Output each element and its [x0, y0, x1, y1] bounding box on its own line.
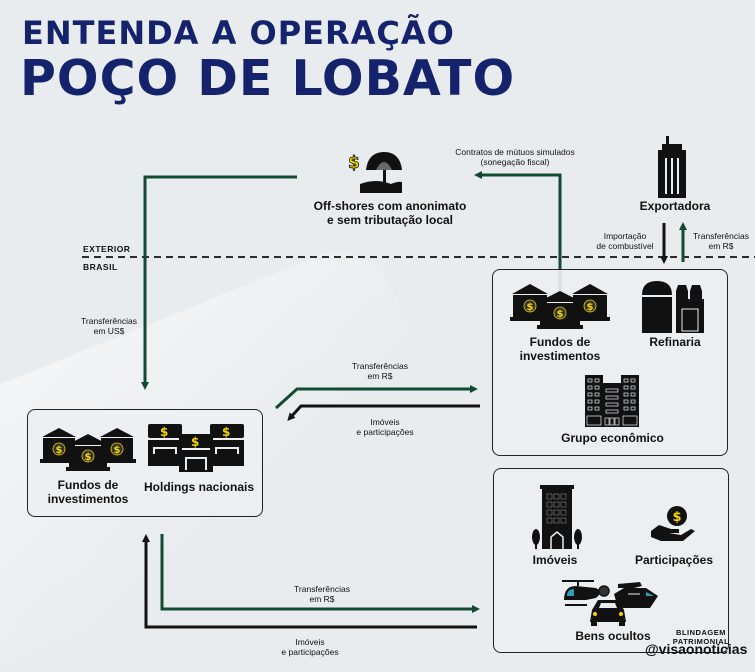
edge-transf-mid-label: Transferências em R$ [352, 361, 408, 381]
arrow-contratos [474, 171, 562, 300]
svg-text:$: $ [527, 302, 534, 313]
skyscraper-icon [658, 136, 686, 198]
edge-transf-export-label: Transferências em R$ [693, 231, 749, 251]
edge-importacao-label: Importação de combustível [596, 231, 654, 251]
node-holdings-label: Holdings nacionais [143, 480, 254, 494]
zone-exterior: EXTERIOR [83, 244, 131, 254]
arrow-transf-bottom [160, 534, 480, 613]
beach-umbrella-dollar-icon: $ [348, 152, 402, 193]
node-exportadora-label: Exportadora [639, 199, 711, 213]
svg-text:$: $ [348, 153, 360, 173]
node-grupo-label: Grupo econômico [561, 431, 664, 445]
svg-text:$: $ [160, 425, 168, 439]
svg-text:$: $ [56, 445, 63, 456]
edge-transf-usd-label: Transferências em US$ [81, 316, 137, 336]
edge-imoveis-mid-label: Imóveis e participações [356, 417, 414, 437]
node-fundos-top-label: Fundos de investimentos [519, 335, 601, 363]
node-bens-label: Bens ocultos [575, 629, 651, 643]
edge-transf-bottom-label: Transferências em R$ [294, 584, 350, 604]
refinery-icon [642, 281, 704, 333]
svg-text:$: $ [587, 302, 594, 313]
apartment-building-icon [532, 485, 582, 549]
zone-brasil: BRASIL [83, 262, 118, 272]
vehicles-icon [562, 580, 658, 626]
bank-buildings-icon: $ $ $ [40, 428, 136, 471]
node-offshore-label: Off-shores com anonimato e sem tributaçã… [313, 199, 467, 227]
blindagem-label: BLINDAGEM PATRIMONIAL [672, 628, 730, 646]
svg-text:$: $ [114, 445, 121, 456]
hand-coin-icon: $ [651, 506, 695, 541]
svg-text:$: $ [673, 510, 682, 525]
svg-text:$: $ [191, 435, 199, 449]
node-imoveis-label: Imóveis [532, 553, 578, 567]
svg-text:$: $ [85, 452, 92, 463]
node-refinaria-label: Refinaria [649, 335, 701, 349]
bank-buildings-icon: $ $ $ [510, 284, 610, 329]
svg-text:$: $ [222, 425, 230, 439]
edge-imoveis-bottom-label: Imóveis e participações [281, 637, 339, 657]
office-building-icon [585, 375, 639, 427]
node-fundos-left-label: Fundos de investimentos [47, 478, 129, 506]
node-participacoes-label: Participações [634, 553, 714, 567]
arrow-imoveis-bottom [142, 534, 477, 629]
page-subtitle: ENTENDA A OPERAÇÃO [22, 14, 455, 52]
page-title: POÇO DE LOBATO [20, 50, 516, 107]
storefronts-dollar-icon: $ $ $ [148, 424, 244, 472]
arrow-transf-mid [274, 385, 478, 410]
svg-text:$: $ [557, 309, 564, 320]
box-blindagem [493, 468, 729, 653]
edge-contratos-label: Contratos de mútuos simulados (sonegação… [455, 147, 575, 167]
arrow-transfer-usd [141, 175, 297, 390]
arrow-imoveis-mid [287, 404, 480, 421]
watermark: @visaonoticias [645, 641, 748, 657]
